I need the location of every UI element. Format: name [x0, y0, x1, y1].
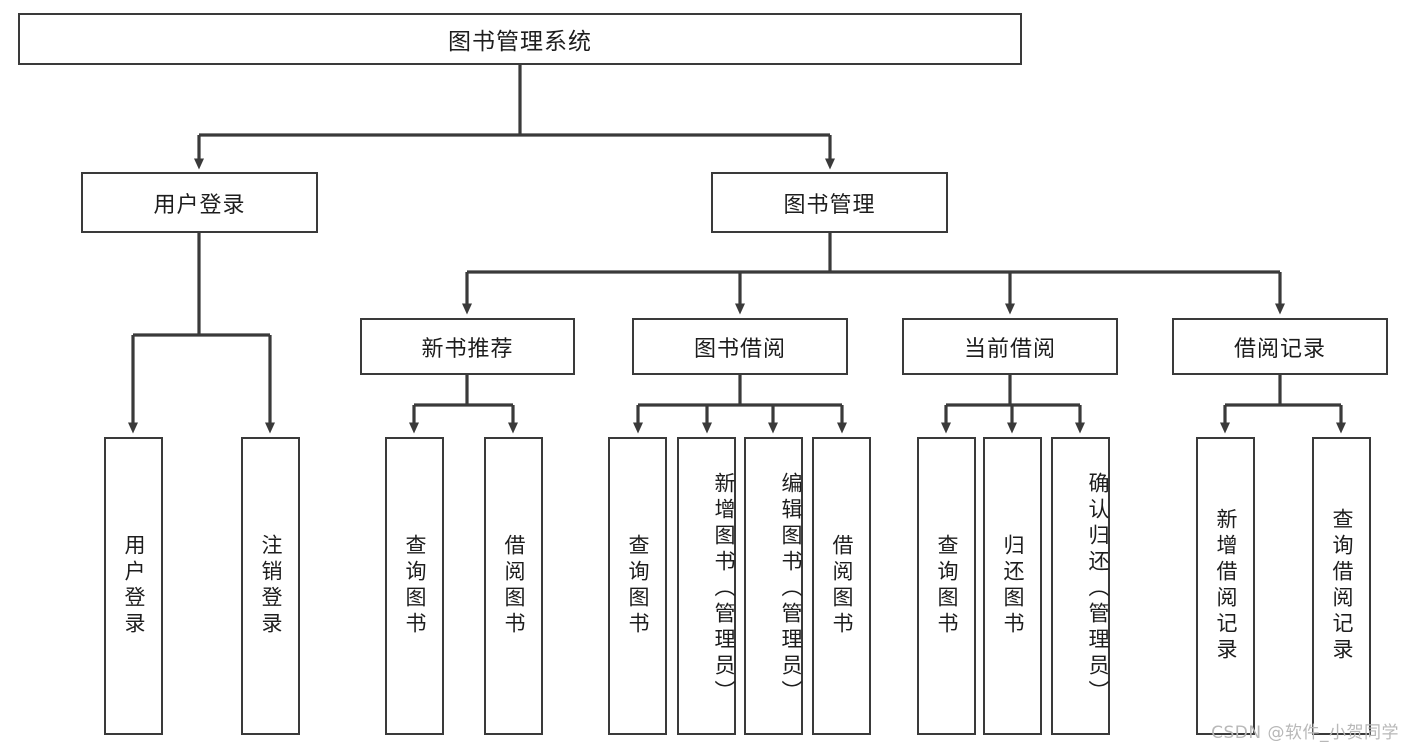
- node-user-login-label: 用户登录: [153, 192, 246, 218]
- node-leaf-query-book-3[interactable]: 查询图书: [917, 437, 976, 735]
- node-new-book-rec-label: 新书推荐: [421, 336, 514, 362]
- node-borrow-record[interactable]: 借阅记录: [1172, 318, 1388, 375]
- node-leaf-return-book-label: 归还图书: [1001, 534, 1025, 638]
- node-leaf-query-book-1[interactable]: 查询图书: [385, 437, 444, 735]
- node-borrow-record-label: 借阅记录: [1233, 336, 1326, 362]
- node-book-borrow-label: 图书借阅: [693, 336, 786, 362]
- node-book-mgmt-label: 图书管理: [783, 192, 876, 218]
- node-leaf-query-record[interactable]: 查询借阅记录: [1312, 437, 1371, 735]
- node-leaf-add-record-label: 新增借阅记录: [1214, 508, 1238, 664]
- node-leaf-borrow-book-1[interactable]: 借阅图书: [484, 437, 543, 735]
- node-leaf-query-book-1-label: 查询图书: [403, 534, 427, 638]
- node-leaf-user-login-label: 用户登录: [122, 534, 146, 638]
- node-current-borrow[interactable]: 当前借阅: [902, 318, 1118, 375]
- node-book-borrow[interactable]: 图书借阅: [632, 318, 848, 375]
- node-leaf-user-login[interactable]: 用户登录: [104, 437, 163, 735]
- node-leaf-query-record-label: 查询借阅记录: [1330, 508, 1354, 664]
- node-leaf-confirm-return[interactable]: 确认归还（管理员）: [1051, 437, 1110, 735]
- node-book-mgmt[interactable]: 图书管理: [711, 172, 948, 233]
- node-user-login[interactable]: 用户登录: [81, 172, 318, 233]
- node-new-book-rec[interactable]: 新书推荐: [360, 318, 575, 375]
- node-leaf-query-book-3-label: 查询图书: [935, 534, 959, 638]
- node-leaf-borrow-book-2[interactable]: 借阅图书: [812, 437, 871, 735]
- node-leaf-query-book-2-label: 查询图书: [626, 534, 650, 638]
- node-root[interactable]: 图书管理系统: [18, 13, 1022, 65]
- node-leaf-logout-login[interactable]: 注销登录: [241, 437, 300, 735]
- node-leaf-confirm-return-label: 确认归还（管理员）: [1086, 472, 1110, 706]
- node-leaf-add-book[interactable]: 新增图书（管理员）: [677, 437, 736, 735]
- node-leaf-logout-login-label: 注销登录: [259, 534, 283, 638]
- node-leaf-add-record[interactable]: 新增借阅记录: [1196, 437, 1255, 735]
- node-root-label: 图书管理系统: [448, 29, 592, 55]
- node-leaf-edit-book-label: 编辑图书（管理员）: [779, 472, 803, 706]
- node-leaf-borrow-book-1-label: 借阅图书: [502, 534, 526, 638]
- node-leaf-borrow-book-2-label: 借阅图书: [830, 534, 854, 638]
- node-current-borrow-label: 当前借阅: [963, 336, 1056, 362]
- watermark: CSDN @软件_小贺同学: [1211, 723, 1399, 743]
- node-leaf-query-book-2[interactable]: 查询图书: [608, 437, 667, 735]
- node-leaf-add-book-label: 新增图书（管理员）: [712, 472, 736, 706]
- node-leaf-edit-book[interactable]: 编辑图书（管理员）: [744, 437, 803, 735]
- node-leaf-return-book[interactable]: 归还图书: [983, 437, 1042, 735]
